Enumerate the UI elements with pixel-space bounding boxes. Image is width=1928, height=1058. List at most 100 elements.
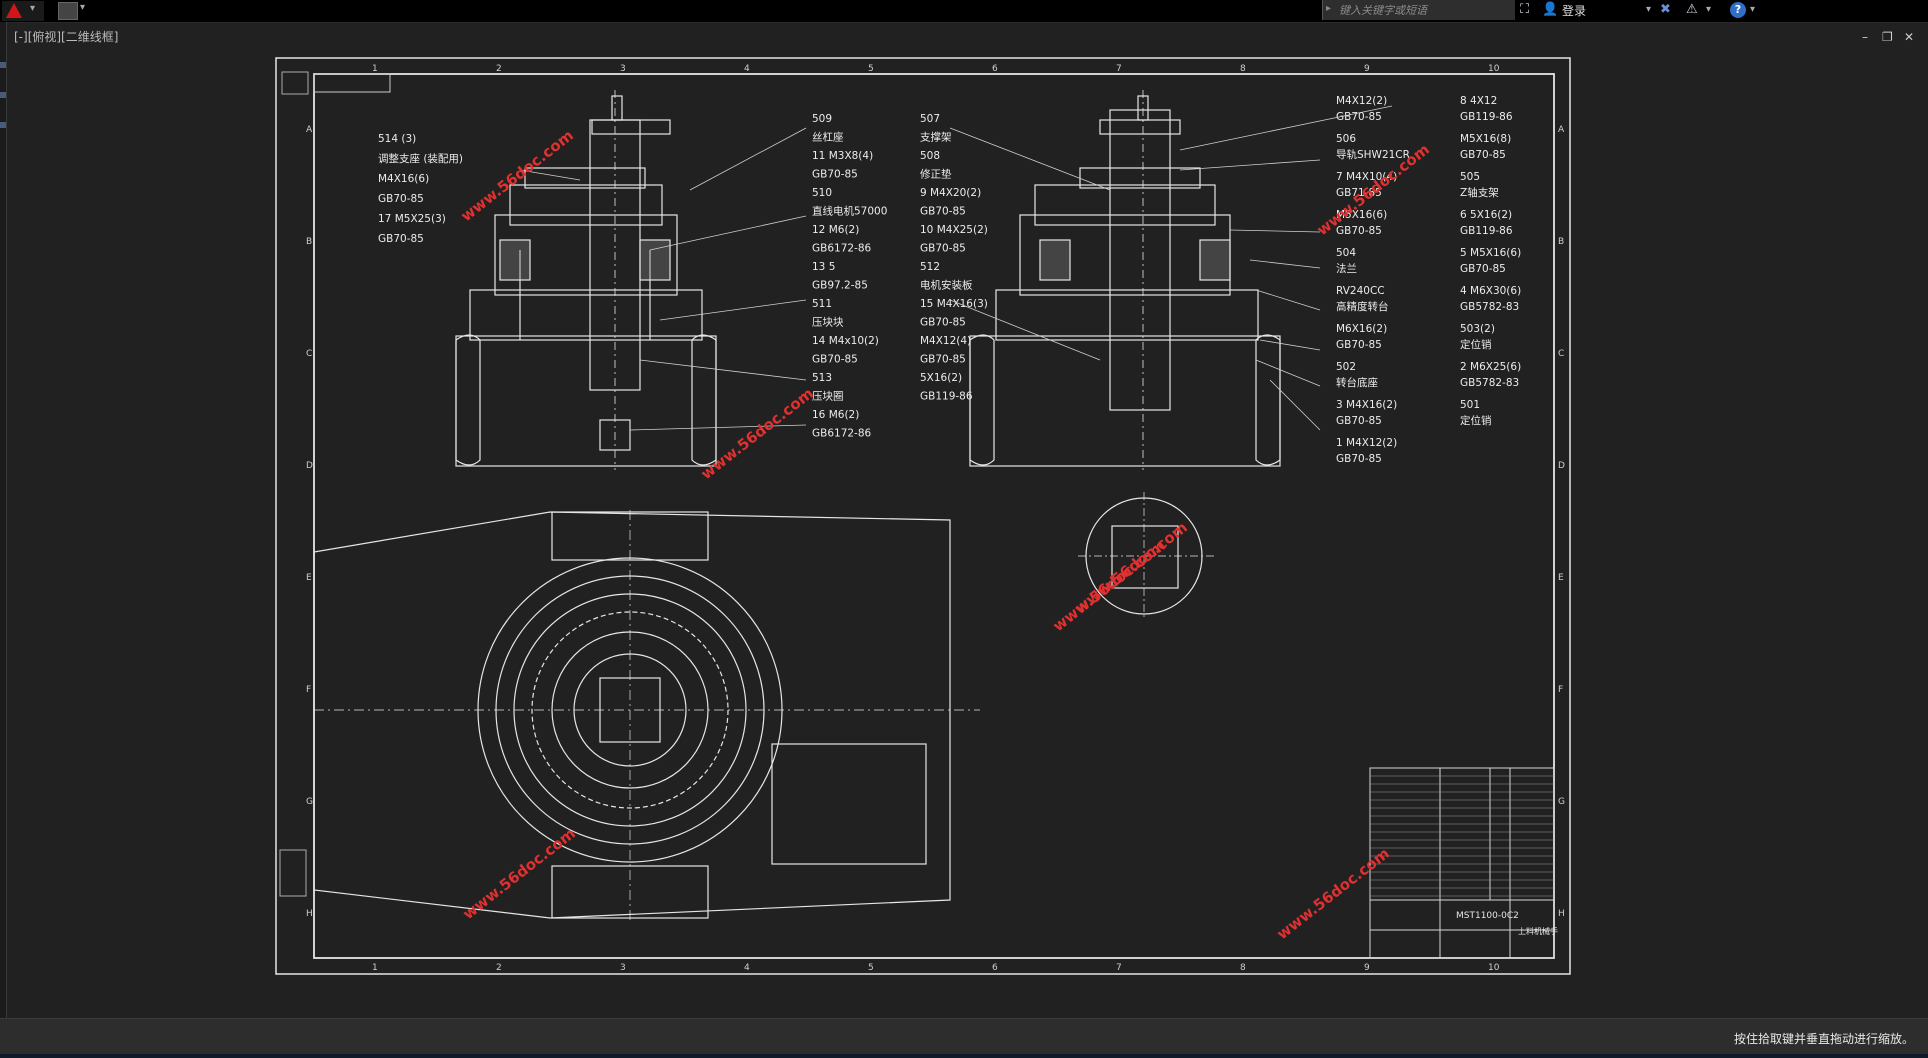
- grid-number: 3: [620, 64, 626, 74]
- annotation-label: 13 5: [812, 261, 835, 273]
- minimize-drawing-button[interactable]: –: [1862, 30, 1868, 44]
- exchange-icon[interactable]: ✖: [1660, 2, 1671, 17]
- annotation-label: 定位销: [1460, 338, 1492, 351]
- sheet-outer-border: [275, 57, 1571, 975]
- grid-number: 6: [992, 963, 998, 973]
- detail-view: [1078, 492, 1214, 620]
- grid-number: 8: [1240, 64, 1246, 74]
- annotation-label: GB70-85: [812, 354, 858, 366]
- plan-view: [313, 510, 980, 920]
- annotation-label: Z轴支架: [1460, 186, 1499, 199]
- grid-number: 7: [1116, 64, 1122, 74]
- watermark-text: www.56doc.com: [1273, 844, 1393, 943]
- annotation-label: 1 M4X12(2): [1336, 437, 1397, 449]
- binoculars-icon[interactable]: ⛶: [1520, 2, 1530, 17]
- grid-letter: C: [306, 349, 312, 359]
- grid-letter: G: [1558, 797, 1565, 807]
- watermark-text: www.56doc.com: [457, 126, 577, 225]
- annotation-label: M5X16(8): [1460, 133, 1511, 145]
- annotation-label: GB70-85: [1336, 225, 1382, 237]
- annotation-label: GB119-86: [1460, 111, 1513, 123]
- search-input[interactable]: [1337, 1, 1511, 19]
- grid-letter: H: [306, 909, 313, 919]
- help-icon[interactable]: ?: [1730, 2, 1746, 18]
- annotation-label: GB97.2-85: [812, 280, 868, 292]
- annotation-label: GB70-85: [1460, 149, 1506, 161]
- search-box[interactable]: ▸: [1322, 0, 1515, 20]
- grid-number: 5: [868, 64, 874, 74]
- grid-letter: A: [1558, 125, 1565, 135]
- restore-drawing-button[interactable]: ❐: [1882, 30, 1893, 44]
- annotation-label: 510: [812, 187, 832, 199]
- annotation-label: 电机安装板: [920, 279, 973, 292]
- login-dropdown-icon[interactable]: ▾: [1646, 4, 1652, 15]
- annotation-label: 5X16(2): [920, 372, 962, 384]
- close-drawing-button[interactable]: ✕: [1904, 30, 1915, 44]
- annotation-label: GB70-85: [920, 206, 966, 218]
- user-icon[interactable]: 👤: [1542, 2, 1559, 17]
- watermark-text: www.56doc.com: [459, 824, 579, 923]
- grid-number: 9: [1364, 963, 1370, 973]
- annotation-label: 调整支座 (装配用): [378, 152, 463, 165]
- grid-number: 7: [1116, 963, 1122, 973]
- watermark-text: www.56doc.com: [697, 384, 817, 483]
- grid-letter: G: [306, 797, 313, 807]
- grid-letter: D: [306, 461, 313, 471]
- save-icon[interactable]: [58, 2, 78, 20]
- connect-dropdown-icon[interactable]: ▾: [1706, 4, 1712, 15]
- annotation-label: 压块圈: [812, 391, 844, 403]
- annotation-label: GB70-85: [378, 233, 424, 245]
- annotation-label: 高精度转台: [1336, 300, 1389, 313]
- annotation-label: 8 4X12: [1460, 95, 1497, 107]
- annotation-label: 509: [812, 113, 832, 125]
- connect-icon[interactable]: ⚠: [1686, 2, 1698, 17]
- grid-letter: C: [1558, 349, 1564, 359]
- grid-letter: B: [1558, 237, 1564, 247]
- quick-access-dropdown-icon[interactable]: ▾: [80, 2, 86, 13]
- annotation-label: 512: [920, 261, 940, 273]
- application-menu-button[interactable]: ▾: [2, 1, 44, 21]
- grid-number: 10: [1488, 64, 1500, 74]
- grid-letter: A: [306, 125, 313, 135]
- grid-number: 3: [620, 963, 626, 973]
- annotation-label: 505: [1460, 171, 1480, 183]
- annotation-label: 15 M4X16(3): [920, 298, 988, 310]
- grid-number: 4: [744, 963, 750, 973]
- annotation-label: 10 M4X25(2): [920, 224, 988, 236]
- viewport-controls-label[interactable]: [-][俯视][二维线框]: [14, 30, 119, 44]
- annotations-right: M4X12(2)GB70-858 4X12GB119-86506导轨SHW21C…: [1336, 95, 1521, 465]
- small-stamp-box: [281, 71, 309, 95]
- leader-lines: [519, 105, 1393, 431]
- annotation-label: GB70-85: [920, 354, 966, 366]
- annotation-label: 514 (3): [378, 133, 416, 145]
- grid-number: 4: [744, 64, 750, 74]
- projection-box: [313, 73, 391, 93]
- annotation-label: 法兰: [1336, 262, 1357, 275]
- annotation-label: 12 M6(2): [812, 224, 859, 236]
- watermark-text: www.56doc.com: [1071, 518, 1191, 617]
- annotation-label: GB71-85: [1336, 187, 1382, 199]
- grid-letter: F: [1558, 685, 1563, 695]
- annotation-label: 支撑架: [920, 131, 952, 144]
- annotation-label: RV240CC: [1336, 285, 1385, 297]
- annotation-label: M4X12(4): [920, 335, 971, 347]
- login-button[interactable]: 登录: [1562, 4, 1587, 18]
- grid-number: 9: [1364, 64, 1370, 74]
- title-block: [1369, 767, 1555, 959]
- grid-letter: B: [306, 237, 312, 247]
- help-dropdown-icon[interactable]: ▾: [1750, 4, 1756, 15]
- annotation-label: GB119-86: [1460, 225, 1513, 237]
- grid-number: 6: [992, 64, 998, 74]
- front-section-view: [455, 90, 717, 470]
- annotation-label: 504: [1336, 247, 1356, 259]
- status-prompt-text: 按住拾取键并垂直拖动进行缩放。: [1733, 1032, 1914, 1046]
- annotation-label: 定位销: [1460, 414, 1492, 427]
